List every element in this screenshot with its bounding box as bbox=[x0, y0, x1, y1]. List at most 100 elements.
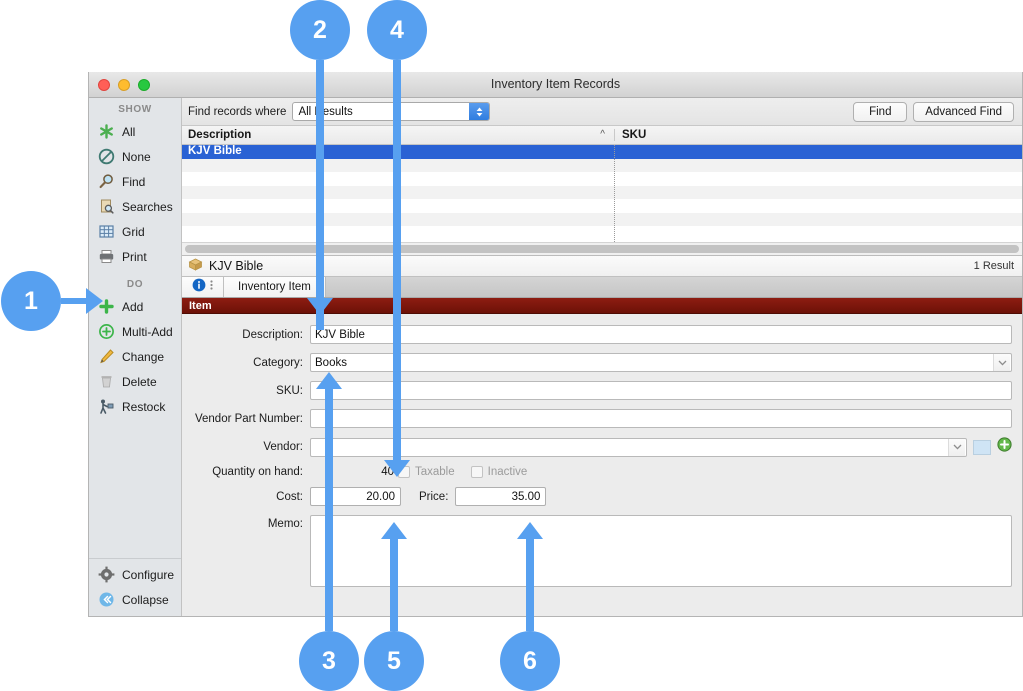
saved-search-icon bbox=[98, 198, 115, 215]
sidebar-item-label: Collapse bbox=[122, 592, 169, 607]
table-row[interactable]: KJV Bible bbox=[182, 145, 1022, 159]
results-list: Description ^ SKU KJV Bible bbox=[182, 126, 1022, 256]
green-plus-circle-icon[interactable] bbox=[997, 437, 1012, 457]
sidebar-item-searches[interactable]: Searches bbox=[89, 194, 181, 219]
chevron-down-icon[interactable] bbox=[993, 354, 1010, 371]
vendor-label: Vendor: bbox=[263, 441, 303, 453]
tab-tools[interactable] bbox=[182, 277, 224, 297]
column-header-label: Description bbox=[188, 129, 252, 141]
sidebar-item-label: All bbox=[122, 124, 136, 139]
chevron-down-icon[interactable] bbox=[948, 438, 965, 456]
zoom-icon[interactable] bbox=[138, 79, 150, 91]
sidebar-do-header: DO bbox=[126, 279, 144, 290]
grid-icon bbox=[98, 223, 115, 240]
form-row-vendor-part-number: Vendor Part Number: bbox=[182, 409, 1022, 428]
column-header-sku[interactable]: SKU bbox=[614, 129, 1022, 141]
printer-icon bbox=[98, 248, 115, 265]
column-divider[interactable] bbox=[614, 145, 615, 242]
sidebar-item-change[interactable]: Change bbox=[89, 344, 181, 369]
sidebar-item-label: Searches bbox=[122, 199, 173, 214]
sort-ascending-icon[interactable]: ^ bbox=[600, 129, 605, 140]
price-field[interactable]: 35.00 bbox=[455, 487, 547, 506]
callout-2-leader bbox=[316, 60, 324, 330]
sidebar-item-find[interactable]: Find bbox=[89, 169, 181, 194]
memo-field[interactable] bbox=[310, 515, 1012, 587]
callout-6-leader bbox=[526, 530, 534, 631]
price-label: Price: bbox=[419, 490, 449, 503]
description-field[interactable]: KJV Bible bbox=[310, 325, 1012, 344]
cost-field[interactable]: 20.00 bbox=[310, 487, 401, 506]
find-bar: Find records where All Results Find Adva… bbox=[182, 98, 1022, 126]
tab-inventory-item[interactable]: Inventory Item bbox=[224, 277, 326, 297]
scrollbar-thumb[interactable] bbox=[185, 245, 1019, 253]
callout-3-leader bbox=[325, 380, 333, 631]
window-titlebar: Inventory Item Records bbox=[89, 72, 1022, 98]
vertical-dots-icon[interactable] bbox=[209, 278, 214, 297]
sidebar-item-grid[interactable]: Grid bbox=[89, 219, 181, 244]
sidebar: SHOW All None Fin bbox=[89, 98, 182, 616]
vendor-field[interactable] bbox=[310, 437, 967, 457]
results-list-header: Description ^ SKU bbox=[182, 126, 1022, 145]
taxable-label: Taxable bbox=[415, 466, 455, 478]
trash-icon bbox=[98, 373, 115, 390]
table-row[interactable] bbox=[182, 212, 1022, 226]
form-row-vendor: Vendor: bbox=[182, 437, 1022, 457]
table-row[interactable] bbox=[182, 199, 1022, 213]
category-field[interactable]: Books bbox=[310, 353, 1012, 372]
asterisk-icon bbox=[98, 123, 115, 140]
callout-4-arrowhead bbox=[384, 460, 410, 477]
category-label: Category: bbox=[253, 356, 303, 369]
callout-6-arrowhead bbox=[517, 522, 543, 539]
inactive-checkbox[interactable] bbox=[470, 466, 483, 478]
vendor-color-swatch[interactable] bbox=[973, 439, 991, 455]
callout-4-leader bbox=[393, 60, 401, 467]
find-scope-value: All Results bbox=[298, 105, 353, 118]
form-row-quantity: Quantity on hand: 40 Taxable Inactive bbox=[182, 466, 1022, 478]
result-count: 1 Result bbox=[973, 260, 1014, 272]
sidebar-item-label: Configure bbox=[122, 567, 175, 582]
table-row[interactable] bbox=[182, 226, 1022, 240]
vendor-part-number-label: Vendor Part Number: bbox=[194, 412, 303, 425]
column-header-label: SKU bbox=[622, 129, 647, 141]
minimize-icon[interactable] bbox=[118, 79, 130, 91]
sidebar-item-none[interactable]: None bbox=[89, 144, 181, 169]
sidebar-bottom-group: Configure Collapse bbox=[89, 558, 181, 616]
vendor-part-number-field[interactable] bbox=[310, 409, 1012, 428]
sidebar-item-multi-add[interactable]: Multi-Add bbox=[89, 319, 181, 344]
callout-2: 2 bbox=[290, 0, 350, 60]
callout-1-arrowhead bbox=[86, 288, 103, 314]
description-label: Description: bbox=[242, 328, 303, 341]
window-controls[interactable] bbox=[98, 79, 150, 91]
memo-label: Memo: bbox=[267, 518, 303, 530]
sidebar-item-all[interactable]: All bbox=[89, 119, 181, 144]
callout-5-arrowhead bbox=[381, 522, 407, 539]
sidebar-item-restock[interactable]: Restock bbox=[89, 394, 181, 419]
advanced-find-button[interactable]: Advanced Find bbox=[913, 101, 1014, 122]
gear-icon bbox=[98, 566, 115, 583]
category-value: Books bbox=[315, 356, 347, 369]
find-button[interactable]: Find bbox=[853, 101, 908, 122]
sidebar-item-collapse[interactable]: Collapse bbox=[89, 587, 181, 612]
inventory-window: Inventory Item Records SHOW All None bbox=[88, 72, 1023, 617]
sidebar-item-add[interactable]: Add bbox=[89, 294, 181, 319]
table-row[interactable] bbox=[182, 185, 1022, 199]
sidebar-item-label: Find bbox=[122, 174, 146, 189]
form-row-memo: Memo: bbox=[182, 515, 1022, 587]
close-icon[interactable] bbox=[98, 79, 110, 91]
sidebar-item-delete[interactable]: Delete bbox=[89, 369, 181, 394]
callout-1-leader bbox=[61, 298, 87, 304]
sku-field[interactable] bbox=[310, 381, 1012, 400]
chevron-updown-icon[interactable] bbox=[469, 103, 490, 120]
table-row[interactable] bbox=[182, 172, 1022, 186]
find-scope-select[interactable]: All Results bbox=[292, 102, 491, 121]
horizontal-scrollbar[interactable] bbox=[182, 242, 1022, 255]
column-header-description[interactable]: Description ^ bbox=[182, 129, 614, 141]
info-icon[interactable] bbox=[192, 278, 206, 297]
callout-5-leader bbox=[390, 530, 398, 631]
table-row[interactable] bbox=[182, 158, 1022, 172]
sidebar-item-print[interactable]: Print bbox=[89, 244, 181, 269]
sidebar-item-configure[interactable]: Configure bbox=[89, 562, 181, 587]
inactive-label: Inactive bbox=[487, 466, 528, 478]
sidebar-item-label: Print bbox=[122, 249, 147, 264]
form-row-cost-price: Cost: 20.00 Price: 35.00 bbox=[182, 487, 1022, 506]
